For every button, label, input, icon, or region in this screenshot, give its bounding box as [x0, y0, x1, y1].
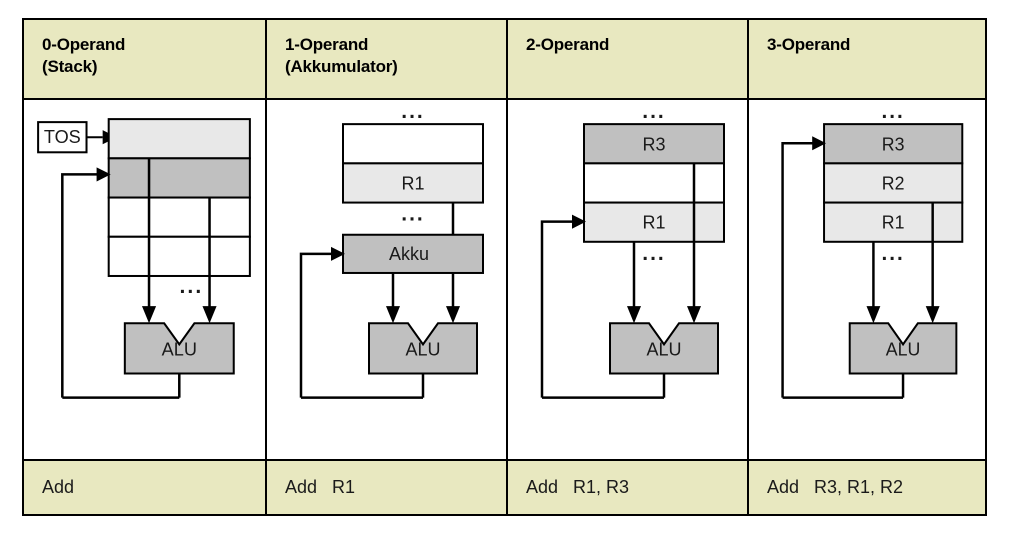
instruction-cell-two-operand: Add R1, R3	[506, 461, 747, 514]
stack-dots-below: ...	[180, 275, 204, 298]
header-cell-zero-operand: 0-Operand (Stack)	[24, 20, 265, 98]
header-cell-one-operand: 1-Operand (Akkumulator)	[265, 20, 506, 98]
stack-cell-0	[107, 118, 251, 160]
writeback-arrow-head	[572, 214, 586, 229]
writeback-path	[540, 220, 576, 398]
register-cell-0	[823, 123, 964, 165]
operand-a-arrow-head	[866, 306, 881, 324]
regfile-dots-above: ...	[882, 100, 905, 123]
header-cell-three-operand: 3-Operand	[747, 20, 985, 98]
stack-cell-3	[107, 235, 251, 277]
instruction-text: Add R1	[285, 477, 356, 497]
instruction-cell-zero-operand: Add	[24, 461, 265, 514]
register-cell-0-label: R3	[642, 134, 665, 154]
register-cell-2-label: R1	[642, 213, 665, 233]
accumulator-box	[342, 233, 484, 274]
register-cell-2-label: R1	[882, 213, 905, 233]
writeback-path	[299, 252, 335, 398]
regfile-dots-below: ...	[882, 242, 905, 265]
header-line-1: 3-Operand	[767, 35, 851, 54]
register-cell-0-label: R3	[882, 134, 905, 154]
header-line-2: (Stack)	[42, 57, 98, 76]
writeback-arrow-head	[331, 246, 345, 261]
alu-label: ALU	[162, 339, 197, 359]
register-cell-1	[342, 162, 484, 204]
three-operand-machine-diagram: ... R3 R2 R1 ...	[781, 100, 964, 399]
regfile-dots-below: ...	[642, 242, 665, 265]
register-cell-1	[823, 162, 964, 204]
alu-shape	[123, 322, 235, 375]
diagram-cell-one-operand: ... R1 ... Akku	[265, 100, 506, 459]
instruction-text: Add R1, R3	[526, 477, 630, 497]
accumulator-machine-diagram: ... R1 ... Akku	[299, 100, 484, 399]
stack-machine-diagram: TOS	[37, 118, 251, 399]
tos-label-box	[37, 121, 88, 154]
instruction-cell-three-operand: Add R3, R1, R2	[747, 461, 985, 514]
regfile-dots-above: ...	[401, 100, 424, 123]
alu-shape	[368, 322, 478, 375]
writeback-arrow-head	[96, 167, 111, 182]
register-cell-1-label: R2	[882, 173, 905, 193]
header-line-1: 0-Operand	[42, 35, 126, 54]
instruction-cell-one-operand: Add R1	[265, 461, 506, 514]
alu-label: ALU	[886, 339, 921, 359]
instruction-text: Add	[42, 477, 75, 497]
operand-b-arrow-head	[687, 306, 701, 324]
operand-comparison-table: 0-Operand (Stack) 1-Operand (Akkumulator…	[22, 18, 987, 516]
alu-label: ALU	[646, 339, 681, 359]
header-line-1: 2-Operand	[526, 35, 610, 54]
stack-cell-1	[107, 157, 251, 199]
register-cell-1-label: R1	[401, 173, 424, 193]
table-header-row: 0-Operand (Stack) 1-Operand (Akkumulator…	[24, 20, 985, 100]
diagram-cell-two-operand: ... R3 R1 ...	[506, 100, 747, 459]
alu-shape	[848, 322, 958, 375]
operand-a-arrow-head	[627, 306, 641, 324]
alu-shape	[609, 322, 719, 375]
writeback-arrow-head	[812, 136, 827, 151]
header-line-2: (Akkumulator)	[285, 57, 398, 76]
operand-b-arrow-head	[925, 306, 940, 324]
diagram-cell-three-operand: ... R3 R2 R1 ...	[747, 100, 985, 459]
accumulator-label: Akku	[389, 244, 429, 264]
operand-a-arrow-head	[386, 306, 400, 324]
alu-label: ALU	[405, 339, 440, 359]
tos-label-text: TOS	[44, 127, 81, 147]
register-cell-1	[583, 162, 725, 204]
writeback-path	[61, 173, 101, 398]
header-line-1: 1-Operand	[285, 35, 369, 54]
writeback-path	[781, 141, 817, 398]
table-diagram-row: TOS	[24, 100, 985, 461]
table-instruction-row: Add Add R1 Add R1, R3 Add R3, R1, R2	[24, 461, 985, 514]
stack-cell-2	[107, 196, 251, 238]
operand-a-arrow-head	[141, 306, 157, 324]
regfile-dots-above: ...	[642, 100, 665, 123]
operand-b-arrow-head	[446, 306, 460, 324]
operand-b-arrow-head	[202, 306, 217, 324]
regfile-dots-below: ...	[401, 203, 424, 226]
diagram-cell-zero-operand: TOS	[24, 100, 265, 459]
instruction-text: Add R3, R1, R2	[767, 477, 904, 497]
header-cell-two-operand: 2-Operand	[506, 20, 747, 98]
two-operand-machine-diagram: ... R3 R1 ...	[540, 100, 725, 399]
register-cell-0	[342, 123, 484, 165]
register-cell-2	[823, 201, 964, 243]
register-cell-0	[583, 123, 725, 165]
